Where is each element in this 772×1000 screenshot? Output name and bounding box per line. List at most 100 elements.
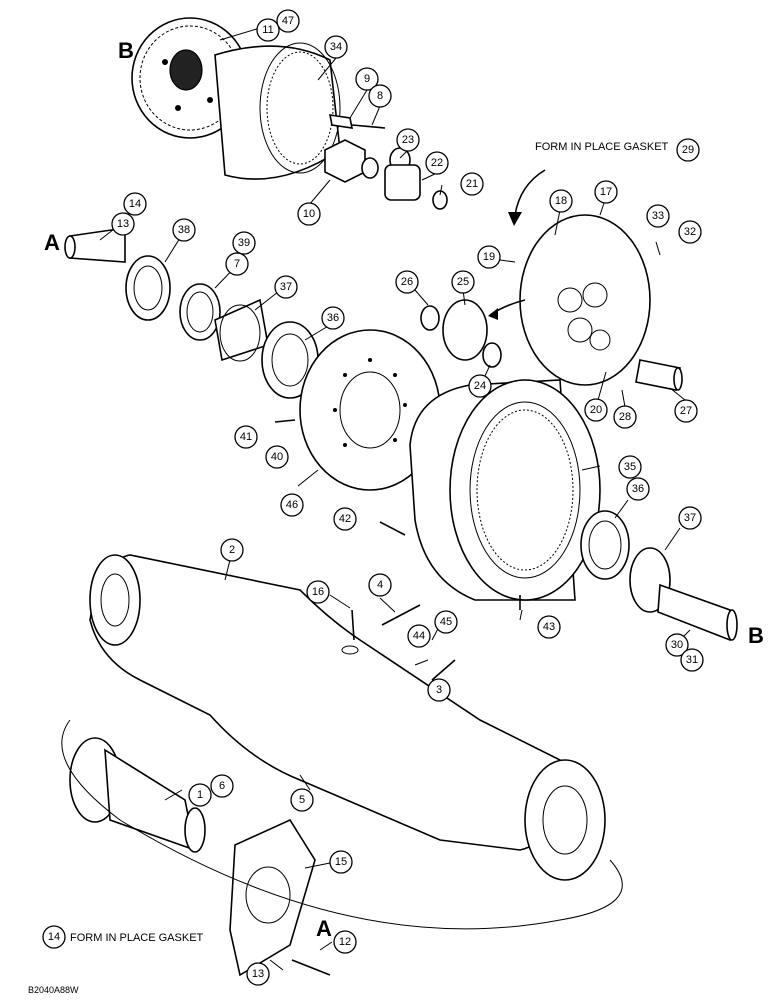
callout-13-bottom: 13 — [246, 962, 270, 986]
callout-18: 18 — [549, 189, 573, 213]
callout-1: 1 — [188, 783, 212, 807]
svg-text:31: 31 — [686, 654, 698, 666]
callout-16: 16 — [306, 580, 330, 604]
callout-20: 20 — [584, 398, 608, 422]
callout-46: 46 — [280, 493, 304, 517]
axle-housing-part — [89, 554, 606, 881]
callout-28: 28 — [613, 405, 637, 429]
svg-text:13: 13 — [117, 218, 129, 230]
callout-17: 17 — [594, 180, 618, 204]
callout-25: 25 — [451, 270, 475, 294]
callout-35: 35 — [618, 455, 642, 479]
svg-text:16: 16 — [312, 586, 324, 598]
callout-11: 11 — [256, 18, 280, 42]
svg-text:39: 39 — [238, 237, 250, 249]
svg-text:2: 2 — [229, 544, 235, 556]
callout-36-right: 36 — [626, 477, 650, 501]
svg-text:36: 36 — [632, 483, 644, 495]
stub-shaft-part — [64, 227, 126, 263]
callout-41: 41 — [234, 425, 258, 449]
svg-text:23: 23 — [402, 134, 414, 146]
callout-38: 38 — [172, 218, 196, 242]
svg-text:3: 3 — [436, 684, 442, 696]
callout-14-top: 14 — [123, 192, 147, 216]
gasket-note-top-callout: 29 — [676, 138, 700, 162]
callout-32: 32 — [678, 220, 702, 244]
callout-43: 43 — [537, 615, 561, 639]
svg-text:21: 21 — [466, 178, 478, 190]
callout-5: 5 — [290, 788, 314, 812]
svg-text:14: 14 — [129, 198, 141, 210]
svg-text:5: 5 — [299, 794, 305, 806]
mounting-plate-part — [229, 818, 316, 977]
svg-text:47: 47 — [282, 15, 294, 27]
callout-27: 27 — [674, 399, 698, 423]
svg-text:44: 44 — [413, 630, 425, 642]
reference-letter-b-top: B — [118, 38, 134, 63]
seal-part — [125, 255, 171, 321]
pin-part — [635, 359, 683, 391]
svg-text:41: 41 — [240, 431, 252, 443]
drawing-code: B2040A88W — [28, 985, 79, 995]
callout-2: 2 — [220, 538, 244, 562]
callout-13-top: 13 — [111, 212, 135, 236]
callout-6: 6 — [210, 774, 234, 798]
callout-10: 10 — [297, 202, 321, 226]
svg-text:28: 28 — [619, 411, 631, 423]
bearing-cup-part — [179, 283, 221, 341]
svg-text:7: 7 — [234, 258, 240, 270]
planet-gear-part — [442, 299, 488, 361]
callout-45: 45 — [434, 610, 458, 634]
svg-text:11: 11 — [262, 24, 273, 36]
callout-37-top: 37 — [274, 275, 298, 299]
callout-24: 24 — [468, 374, 492, 398]
svg-text:6: 6 — [219, 780, 225, 792]
svg-text:29: 29 — [682, 144, 694, 156]
svg-text:14: 14 — [48, 931, 60, 943]
callout-3: 3 — [427, 678, 451, 702]
svg-text:36: 36 — [327, 312, 339, 324]
svg-text:27: 27 — [680, 405, 692, 417]
svg-text:33: 33 — [652, 210, 664, 222]
svg-text:35: 35 — [624, 461, 636, 473]
reference-letter-b-right: B — [748, 623, 764, 648]
callout-42: 42 — [333, 507, 357, 531]
svg-text:17: 17 — [600, 186, 612, 198]
svg-text:20: 20 — [590, 404, 602, 416]
svg-text:32: 32 — [684, 226, 696, 238]
svg-text:12: 12 — [339, 936, 351, 948]
svg-text:38: 38 — [178, 224, 190, 236]
svg-text:18: 18 — [555, 195, 567, 207]
callout-39: 39 — [232, 231, 256, 255]
svg-text:8: 8 — [377, 90, 383, 102]
reference-letter-a-left: A — [44, 230, 60, 255]
callout-19: 19 — [477, 245, 501, 269]
svg-text:13: 13 — [252, 968, 264, 980]
svg-text:45: 45 — [440, 616, 452, 628]
callout-40: 40 — [265, 445, 289, 469]
svg-text:9: 9 — [364, 73, 370, 85]
svg-text:24: 24 — [474, 380, 486, 392]
callout-37-right: 37 — [678, 506, 702, 530]
svg-text:42: 42 — [339, 513, 351, 525]
svg-text:37: 37 — [684, 512, 696, 524]
svg-text:46: 46 — [286, 499, 298, 511]
callout-36-top: 36 — [321, 306, 345, 330]
planet-carrier-part — [519, 214, 651, 386]
svg-text:19: 19 — [483, 251, 495, 263]
callout-15: 15 — [329, 850, 353, 874]
gasket-note-bottom-callout: 14 — [42, 925, 66, 949]
callout-31: 31 — [680, 648, 704, 672]
bearing-cone-part — [214, 298, 269, 362]
callout-8: 8 — [368, 84, 392, 108]
svg-text:25: 25 — [457, 276, 469, 288]
gasket-note-top: FORM IN PLACE GASKET — [535, 141, 669, 153]
callout-44: 44 — [407, 624, 431, 648]
axle-shaft-part — [629, 547, 738, 642]
wheel-hub-part — [409, 379, 601, 601]
svg-text:34: 34 — [330, 41, 342, 53]
svg-text:4: 4 — [377, 579, 383, 591]
callout-9: 9 — [355, 67, 379, 91]
callout-33: 33 — [646, 204, 670, 228]
